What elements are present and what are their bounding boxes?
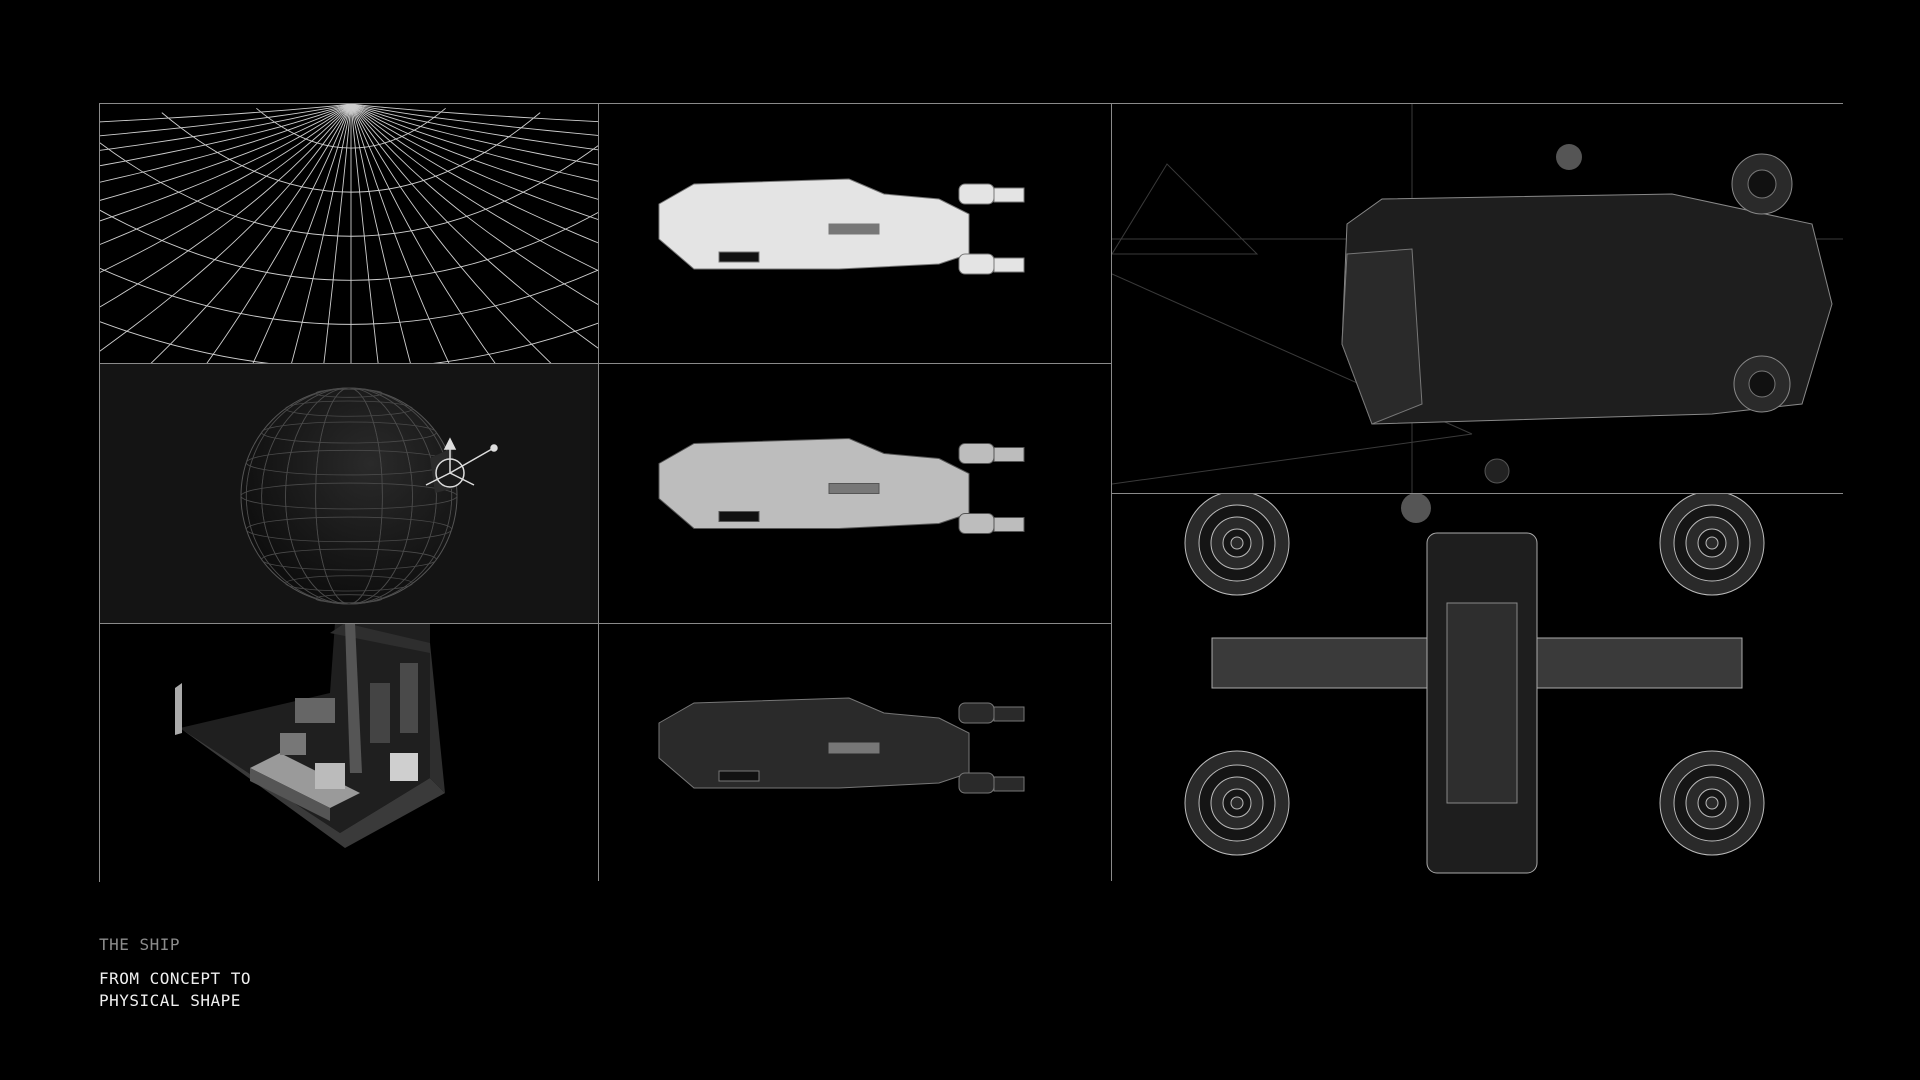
- sphere-viewport: [100, 363, 599, 623]
- interior-cabin-render: [100, 623, 599, 882]
- caption-block: THE SHIP FROM CONCEPT TO PHYSICAL SHAPE: [99, 935, 251, 1012]
- transform-gizmo-icon: [425, 437, 498, 488]
- ship-render-textured: [599, 363, 1112, 623]
- ship-render-dark: [599, 623, 1112, 882]
- section-label: THE SHIP: [99, 935, 181, 954]
- wireframe-sphere: [240, 387, 498, 605]
- ship-render-white: [599, 104, 1112, 363]
- section-title-line-1: FROM CONCEPT TO: [99, 969, 251, 988]
- section-title-line-2: PHYSICAL SHAPE: [99, 991, 241, 1010]
- ship-perspective-render: [1112, 104, 1843, 493]
- ship-top-render: [1112, 493, 1843, 882]
- concept-image-grid: [99, 103, 1843, 882]
- cabin-model: [175, 623, 445, 848]
- globe-grid-projection: [100, 104, 599, 363]
- projection-wireframe: [100, 104, 599, 363]
